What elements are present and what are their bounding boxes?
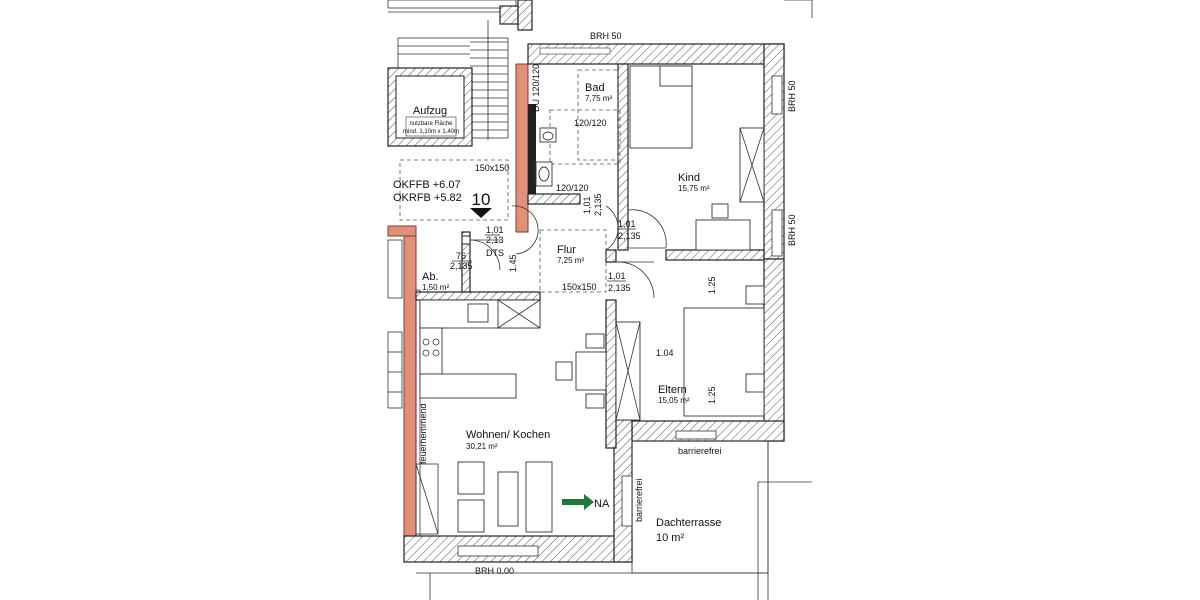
living-furniture bbox=[457, 461, 553, 533]
room-area-flur: 7,25 m² bbox=[557, 256, 584, 265]
shower-du-label: DU 120/120 bbox=[531, 64, 541, 112]
brh-top-label: BRH 50 bbox=[590, 31, 622, 41]
flur-length-dim: 1.45 bbox=[508, 254, 518, 272]
apartment-number: 10 bbox=[472, 190, 491, 209]
exterior-walls bbox=[403, 43, 785, 563]
room-name-wohnen: Wohnen/ Kochen bbox=[466, 429, 550, 441]
room-name-ab: Ab. bbox=[422, 271, 439, 283]
bed-side-dim: 1.04 bbox=[656, 348, 674, 358]
door-entry-height: 2,13 bbox=[486, 235, 504, 245]
room-area-eltern: 15,05 m² bbox=[658, 396, 690, 405]
brh-bottom-label: BRH 0.00 bbox=[475, 566, 514, 576]
na-arrowhead-icon bbox=[584, 494, 594, 510]
entry-arrow-icon bbox=[470, 208, 492, 218]
barrierefrei-horizontal: barrierefrei bbox=[678, 446, 722, 456]
flur-turning-label: 150x150 bbox=[562, 282, 597, 292]
door-entry-width: 1,01 bbox=[486, 225, 504, 235]
dining-table bbox=[555, 333, 607, 409]
fire-wall-living bbox=[403, 235, 417, 537]
feuerhemmend-label: feuerhemmend bbox=[418, 403, 428, 464]
room-name-bad: Bad bbox=[585, 82, 605, 94]
door-kind-height: 2,135 bbox=[618, 231, 641, 241]
okffb-level: OKFFB +6.07 bbox=[393, 179, 461, 191]
turning-circle-label: 150x150 bbox=[475, 163, 510, 173]
room-name-eltern: Eltern bbox=[658, 384, 687, 396]
door-ab-height: 2,135 bbox=[450, 261, 473, 271]
flur-doors bbox=[469, 205, 667, 299]
staircase bbox=[387, 0, 533, 140]
bed-top-dim: 1.25 bbox=[707, 276, 717, 294]
room-name-dachterrasse: Dachterrasse bbox=[656, 517, 721, 529]
brh-right-top-label: BRH 50 bbox=[787, 80, 797, 112]
west-balcony bbox=[387, 239, 439, 535]
shower-size-2: 120/120 bbox=[556, 183, 589, 193]
room-area-bad: 7,75 m² bbox=[585, 94, 612, 103]
na-label: NA bbox=[594, 498, 610, 510]
barrierefrei-vertical: barrierefrei bbox=[634, 478, 644, 522]
door-eltern-height: 2,135 bbox=[608, 283, 631, 293]
elevator: Aufzug nutzbare Fläche mind. 1,10m x 1,4… bbox=[387, 67, 473, 147]
room-area-ab: 1,50 m² bbox=[422, 283, 449, 292]
okrfb-level: OKRFB +5.82 bbox=[393, 192, 462, 204]
door-ab-width: 76 bbox=[456, 251, 466, 261]
door-bad-height: 2,135 bbox=[593, 193, 603, 216]
door-kind-width: 1,01 bbox=[618, 219, 636, 229]
room-area-kind: 15,75 m² bbox=[678, 184, 710, 193]
brh-right-bottom-label: BRH 50 bbox=[787, 214, 797, 246]
kitchen bbox=[419, 299, 541, 399]
fire-wall-corner bbox=[387, 225, 417, 237]
flur-turning-circle bbox=[539, 229, 607, 293]
kind-furniture bbox=[629, 65, 765, 251]
eltern-furniture bbox=[615, 285, 765, 421]
door-eltern-width: 1,01 bbox=[608, 271, 626, 281]
shower-size-1: 120/120 bbox=[574, 118, 607, 128]
elevator-note-2: mind. 1,10m x 1,40m bbox=[403, 129, 459, 135]
bed-bottom-dim: 1.25 bbox=[707, 386, 717, 404]
roof-terrace bbox=[416, 440, 812, 600]
door-entry-type: DTS bbox=[486, 248, 504, 258]
elevator-title: Aufzug bbox=[413, 105, 447, 117]
room-name-kind: Kind bbox=[678, 172, 700, 184]
bathroom bbox=[528, 69, 621, 194]
door-bad-width: 1,01 bbox=[582, 196, 592, 214]
elevator-note-1: nutzbare Fläche bbox=[409, 121, 453, 127]
room-name-flur: Flur bbox=[557, 244, 576, 256]
interior-walls bbox=[415, 63, 765, 449]
room-area-dachterrasse: 10 m² bbox=[656, 532, 684, 544]
room-area-wohnen: 30,21 m² bbox=[466, 442, 498, 451]
